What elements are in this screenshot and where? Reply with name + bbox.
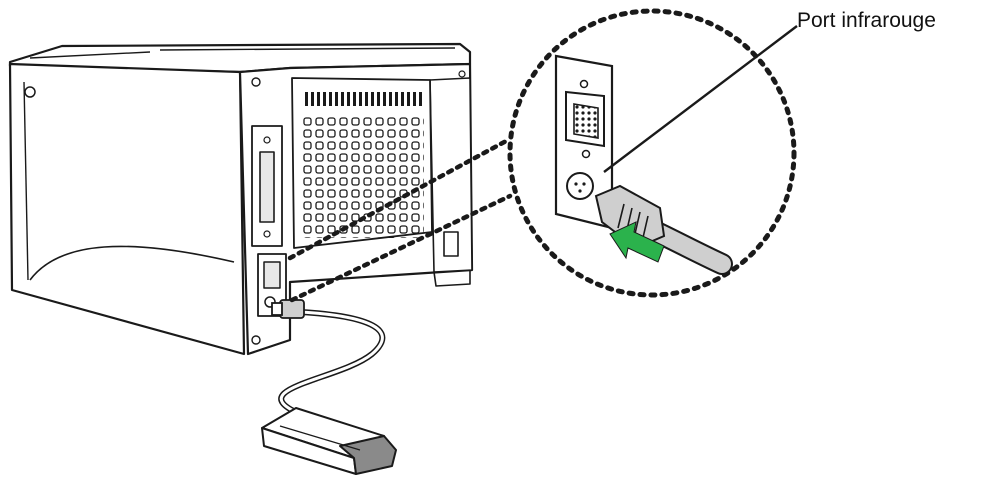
zoom-mini-din-socket [566,172,594,200]
parallel-port-connector [259,151,275,223]
power-switch [443,231,459,257]
callout-leader-line [603,25,798,173]
printer-side-hole [24,86,36,98]
ir-window [339,435,397,475]
zoom-db-inner [573,103,599,139]
printer-top-rim [29,47,456,59]
printer-side-curve [29,245,235,281]
cable-outline [278,309,386,417]
zoom-db-screw [581,149,591,159]
parallel-port-screw [263,136,271,144]
zoom-guide-upper [287,137,511,261]
screw-icon [251,77,261,87]
printer-foot [433,270,471,287]
ir-adapter-cable [278,309,386,417]
zoom-guide-lower [289,193,513,303]
printer-back-right-panel [429,77,473,273]
printer-side-edge [23,81,29,281]
socket-pin [574,182,578,186]
lower-port-connector [263,261,281,289]
ir-adapter-seam [279,425,361,451]
plug-head [271,302,283,316]
parallel-port-screw [263,230,271,238]
vent-slots [304,92,422,106]
plug-body [279,299,305,319]
zoom-guide-lines [287,137,513,303]
printer [8,42,474,356]
zoom-plug-grip [617,203,649,243]
insert-direction-arrow-icon [609,221,665,263]
parallel-port-plate [251,125,283,247]
zoom-db-screw [579,79,589,89]
screw-icon [251,335,261,345]
zoom-detail [507,8,797,298]
socket-pin [578,189,582,193]
callout-label-infrared-port: Port infrarouge [797,9,936,32]
cable-fill [279,310,384,416]
printer-left-face [8,62,246,356]
screw-icon [458,70,466,78]
socket-pin [582,182,586,186]
ir-adapter [261,407,397,475]
printer-side-plug [271,299,305,319]
